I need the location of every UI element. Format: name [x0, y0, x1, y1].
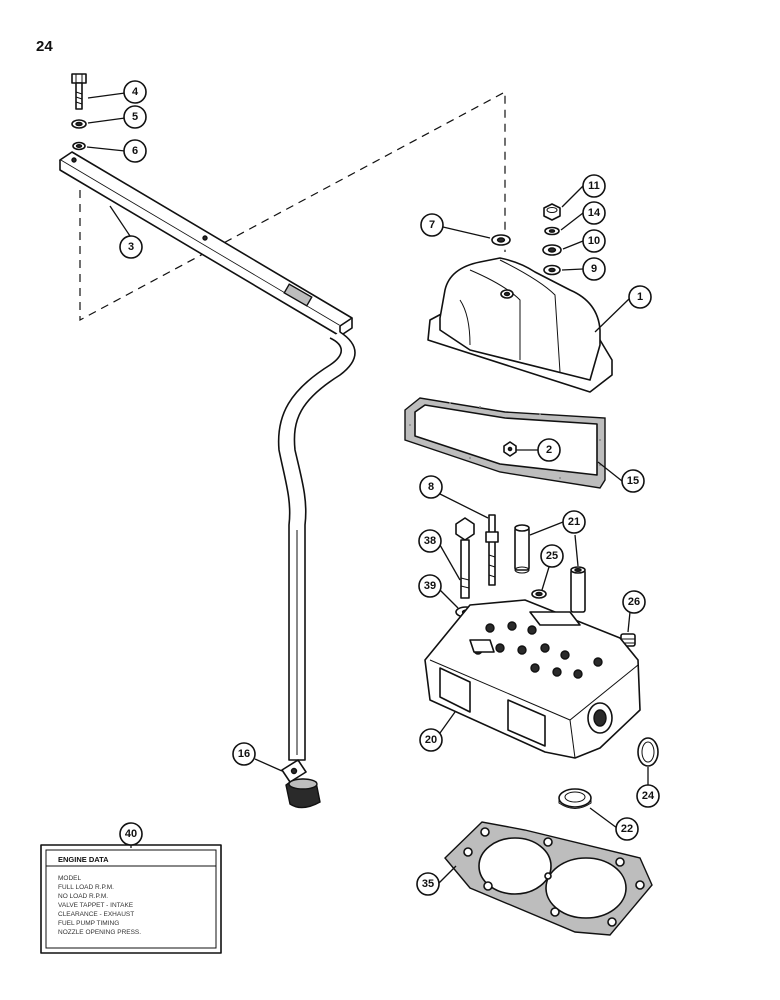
callout-20: 20 — [419, 728, 443, 752]
decal-line: NO LOAD R.P.M. — [58, 893, 108, 900]
svg-text:3: 3 — [128, 241, 134, 253]
svg-text:16: 16 — [238, 748, 250, 760]
callout-8: 8 — [419, 475, 443, 499]
sealing-ring-part — [543, 264, 561, 276]
svg-text:2: 2 — [546, 444, 552, 456]
callout-38: 38 — [418, 529, 442, 553]
washer-part — [72, 141, 86, 151]
svg-text:8: 8 — [428, 481, 434, 493]
svg-text:21: 21 — [568, 516, 580, 528]
svg-text:7: 7 — [429, 219, 435, 231]
cover-gasket-part — [404, 397, 606, 489]
decal-title: ENGINE DATA — [58, 855, 109, 864]
svg-text:24: 24 — [642, 790, 655, 802]
svg-text:39: 39 — [424, 580, 436, 592]
callout-7: 7 — [420, 213, 444, 237]
svg-text:38: 38 — [424, 535, 436, 547]
page-number: 24 — [36, 38, 53, 55]
hex-nut-part — [503, 441, 517, 457]
svg-text:11: 11 — [588, 180, 600, 192]
phantom-outline — [79, 90, 506, 322]
decal-line: MODEL — [58, 875, 82, 882]
callout-1: 1 — [628, 285, 652, 309]
valve-guide-part — [514, 524, 530, 574]
callout-9: 9 — [582, 257, 606, 281]
decal-line: FULL LOAD R.P.M. — [58, 884, 114, 891]
svg-text:20: 20 — [425, 734, 437, 746]
cylinder-head-bolt-part — [455, 517, 475, 599]
svg-text:9: 9 — [591, 263, 597, 275]
grommet-part — [491, 234, 511, 246]
svg-text:10: 10 — [588, 235, 600, 247]
washer-small-part — [544, 226, 560, 236]
callout-16: 16 — [232, 742, 256, 766]
svg-text:40: 40 — [125, 828, 137, 840]
lock-washer-part — [71, 119, 87, 129]
callout-24: 24 — [636, 784, 660, 808]
engine-data-decal: ENGINE DATA MODEL FULL LOAD R.P.M. NO LO… — [40, 844, 222, 954]
bolt-part — [71, 73, 87, 110]
gasket-speckles — [409, 402, 601, 479]
valve-cover-part — [427, 257, 613, 393]
svg-text:1: 1 — [637, 291, 643, 303]
callout-25: 25 — [540, 544, 564, 568]
svg-text:26: 26 — [628, 596, 640, 608]
clamp-part — [281, 759, 321, 809]
decal-line: FUEL PUMP TIMING — [58, 920, 119, 927]
callout-2: 2 — [537, 438, 561, 462]
svg-text:5: 5 — [132, 111, 138, 123]
svg-text:35: 35 — [422, 878, 434, 890]
callout-11: 11 — [582, 174, 606, 198]
callout-26: 26 — [622, 590, 646, 614]
decal-line: CLEARANCE - EXHAUST — [58, 911, 134, 918]
injector-seal-part — [637, 737, 659, 767]
svg-text:25: 25 — [546, 550, 558, 562]
decal-line: VALVE TAPPET - INTAKE — [58, 902, 134, 909]
callout-3: 3 — [119, 235, 143, 259]
callout-39: 39 — [418, 574, 442, 598]
callout-35: 35 — [416, 872, 440, 896]
decal-line: NOZZLE OPENING PRESS. — [58, 929, 141, 936]
svg-text:14: 14 — [588, 207, 601, 219]
gasket-bolt-holes — [463, 827, 645, 927]
small-plug-part — [531, 589, 547, 599]
callout-40: 40 — [119, 822, 143, 846]
sleeve-seal-part — [558, 788, 592, 809]
svg-text:22: 22 — [621, 823, 633, 835]
svg-text:4: 4 — [132, 86, 139, 98]
support-bar-part — [59, 151, 356, 761]
seal-washer-part — [542, 244, 562, 256]
acorn-nut-part — [543, 203, 561, 221]
stud-part — [485, 514, 499, 586]
valve-guide-lower-part — [570, 566, 586, 613]
callout-22: 22 — [615, 817, 639, 841]
callout-6: 6 — [123, 139, 147, 163]
callout-5: 5 — [123, 105, 147, 129]
head-bolt-holes — [473, 621, 603, 679]
leader-lines — [86, 92, 649, 885]
callout-15: 15 — [621, 469, 645, 493]
head-gasket-part — [444, 821, 653, 936]
callout-4: 4 — [123, 80, 147, 104]
callout-21: 21 — [562, 510, 586, 534]
cylinder-head-part — [424, 599, 641, 759]
callout-10: 10 — [582, 229, 606, 253]
callout-14: 14 — [582, 201, 606, 225]
svg-text:6: 6 — [132, 145, 138, 157]
svg-text:15: 15 — [627, 475, 639, 487]
